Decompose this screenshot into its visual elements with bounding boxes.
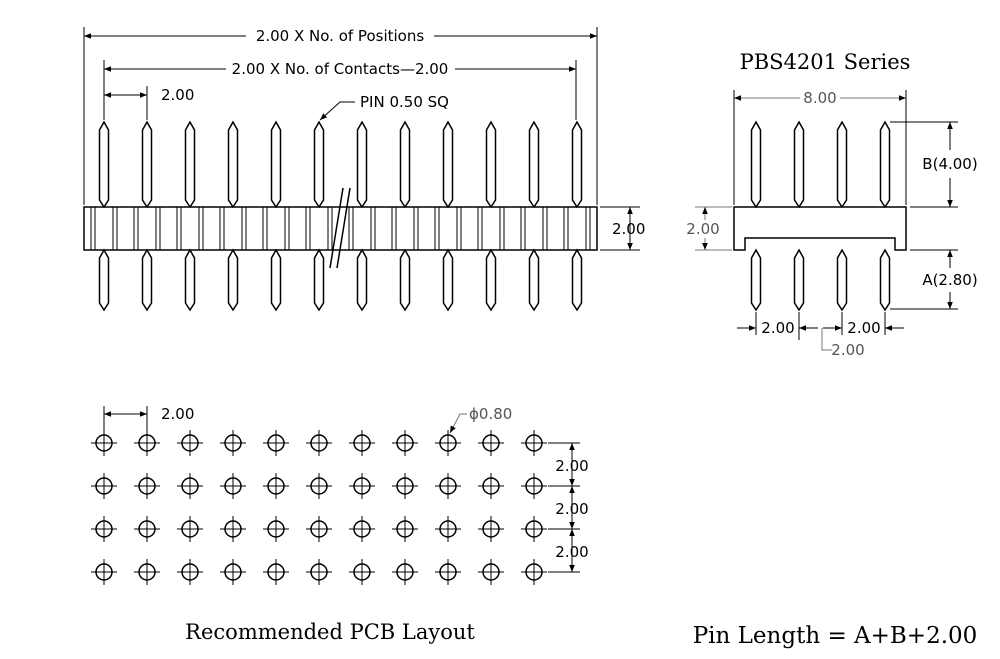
front-pin-upper [184, 120, 196, 209]
pcb-layout-title: Recommended PCB Layout [185, 620, 475, 644]
side-pin-upper [836, 120, 848, 209]
front-pin-lower [313, 248, 325, 312]
front-pin-lower [356, 248, 368, 312]
front-pin-lower [442, 248, 454, 312]
front-pin-upper [98, 120, 110, 209]
side-width-label: 8.00 [803, 89, 836, 107]
front-pin-upper [442, 120, 454, 209]
row-pitch-label-2: 2.00 [555, 500, 588, 518]
front-pin-upper [399, 120, 411, 209]
front-pin-upper [313, 120, 325, 209]
front-pin-lower [227, 248, 239, 312]
side-pin-lower [879, 248, 891, 312]
front-pin-upper [528, 120, 540, 209]
dim-pitch-label: 2.00 [161, 86, 194, 104]
side-pin-upper [879, 120, 891, 209]
row-pitch-label-3: 2.00 [555, 543, 588, 561]
pcb-layout: 2.00 ϕ0.80 2.00 2.00 2.00 Recommended PC… [91, 405, 589, 644]
side-view: PBS4201 Series 8.00 B(4.00) A(2.80) 2.00 [686, 50, 977, 359]
series-title: PBS4201 Series [740, 50, 911, 74]
front-pin-upper [485, 120, 497, 209]
front-pin-lower [399, 248, 411, 312]
dim-contacts-label: 2.00 X No. of Contacts—2.00 [232, 60, 449, 78]
front-pin-upper [227, 120, 239, 209]
side-pin-lower [750, 248, 762, 312]
side-pitch-bottom-label: 2.00 [831, 341, 864, 359]
front-pin-lower [571, 248, 583, 312]
pcb-pitch-label: 2.00 [161, 405, 194, 423]
front-pin-upper [141, 120, 153, 209]
side-pins [750, 120, 891, 312]
front-pin-lower [270, 248, 282, 312]
dim-a-label: A(2.80) [922, 271, 977, 289]
dim-positions-label: 2.00 X No. of Positions [256, 27, 425, 45]
front-pins [98, 120, 583, 312]
front-pin-upper [571, 120, 583, 209]
pin-size-label: PIN 0.50 SQ [360, 93, 449, 111]
front-pin-lower [485, 248, 497, 312]
row-pitch-label-1: 2.00 [555, 457, 588, 475]
hole-diameter-label: ϕ0.80 [469, 405, 512, 423]
front-view: 2.00 X No. of Positions 2.00 X No. of Co… [83, 27, 645, 312]
side-pitch-right-label: 2.00 [847, 319, 880, 337]
side-body-height-label: 2.00 [686, 220, 719, 238]
side-pin-upper [750, 120, 762, 209]
side-pin-lower [836, 248, 848, 312]
front-pin-upper [356, 120, 368, 209]
front-body-cells [90, 207, 591, 250]
pin-length-formula: Pin Length = A+B+2.00 [693, 623, 978, 649]
pcb-holes [91, 430, 547, 585]
side-pin-lower [793, 248, 805, 312]
front-pin-lower [184, 248, 196, 312]
side-pin-upper [793, 120, 805, 209]
front-pin-lower [528, 248, 540, 312]
side-pitch-left-label: 2.00 [761, 319, 794, 337]
front-pin-upper [270, 120, 282, 209]
front-pin-lower [98, 248, 110, 312]
front-body-height-label: 2.00 [612, 220, 645, 238]
dim-b-label: B(4.00) [922, 155, 977, 173]
front-pin-lower [141, 248, 153, 312]
